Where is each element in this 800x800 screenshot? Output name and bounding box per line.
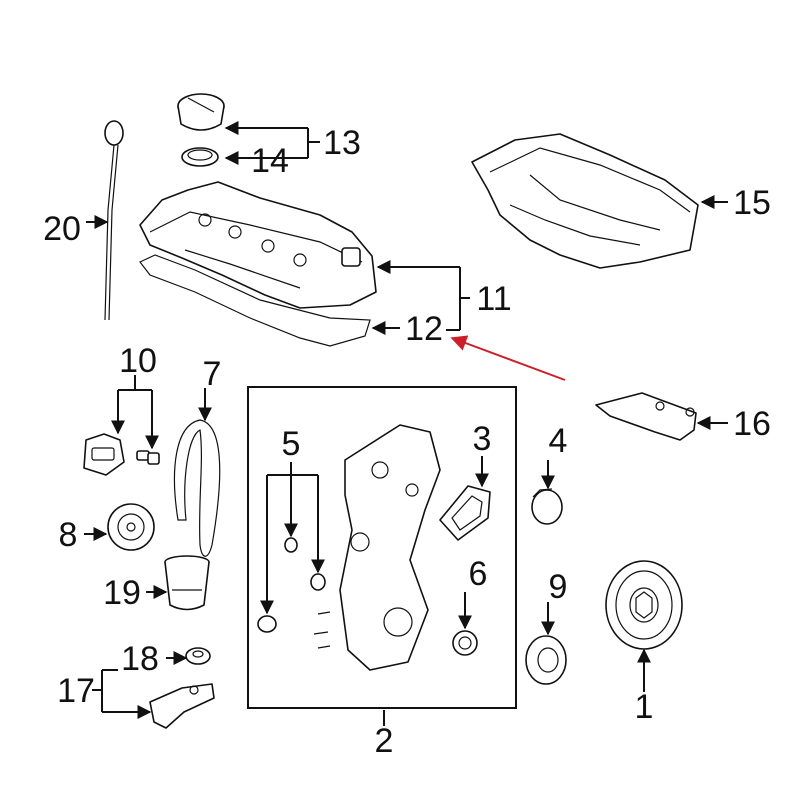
crankshaft-pulley: [605, 560, 683, 650]
callout-numbers: 1 2 3 4 5 6 7 8 9 10 11 12 13 14 15 16 1…: [43, 124, 771, 760]
callout-14: 14: [251, 142, 289, 180]
cap-seal-ring: [181, 147, 219, 167]
oil-filter: [164, 555, 210, 611]
mounting-bolts: [313, 611, 331, 649]
callout-8: 8: [59, 516, 78, 554]
valve-cover-gasket: [139, 254, 371, 347]
oil-dipstick: [104, 120, 124, 321]
sensor-bolt: [136, 450, 160, 465]
callout-13: 13: [323, 124, 361, 162]
cover-plate: [439, 485, 491, 541]
callout-19: 19: [103, 574, 141, 612]
o-ring-large: [257, 615, 277, 633]
timing-cover-kit-box: [247, 386, 517, 709]
callout-5: 5: [282, 425, 301, 463]
access-plug: [531, 488, 563, 525]
valve-cover: [139, 181, 377, 309]
oil-seal: [452, 630, 478, 656]
crank-sprocket: [107, 503, 155, 551]
callout-20: 20: [43, 210, 81, 248]
callout-12: 12: [405, 310, 443, 348]
timing-cover: [339, 424, 441, 671]
timing-chain: [173, 419, 221, 557]
leader-lines: [84, 121, 728, 726]
callout-16: 16: [733, 405, 771, 443]
oil-pan: [471, 133, 699, 269]
callout-9: 9: [549, 568, 568, 606]
callout-18: 18: [121, 640, 159, 678]
idler-pulley: [525, 635, 567, 685]
sensor-bracket: [149, 683, 215, 729]
callout-4: 4: [549, 422, 568, 460]
callout-6: 6: [469, 555, 488, 593]
oil-filler-cap: [177, 93, 225, 131]
position-sensor: [83, 433, 125, 476]
callout-2: 2: [375, 722, 394, 760]
oil-baffle: [595, 392, 697, 441]
callout-15: 15: [733, 184, 771, 222]
callout-10: 10: [119, 342, 157, 380]
o-ring-medium: [310, 573, 326, 591]
callout-7: 7: [203, 355, 222, 393]
callout-1: 1: [635, 688, 654, 726]
grommet: [185, 647, 211, 665]
callout-17: 17: [57, 672, 95, 710]
callout-3: 3: [473, 420, 492, 458]
o-ring-small: [284, 537, 298, 553]
red-pointer-arrow: [450, 335, 566, 381]
callout-11: 11: [476, 280, 511, 318]
